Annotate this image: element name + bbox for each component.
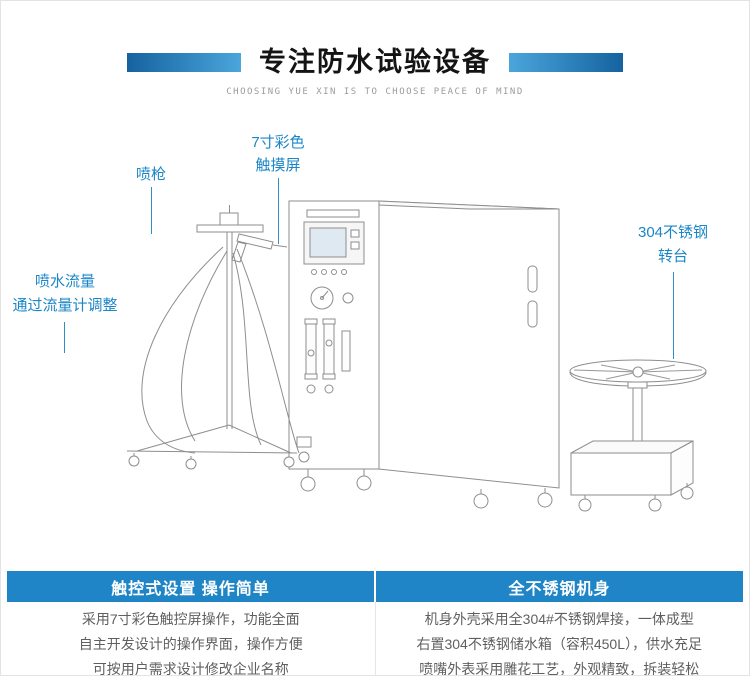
flow-meter-fitting [304, 318, 318, 325]
valve-knob [306, 384, 316, 394]
brand-plate [306, 209, 360, 218]
callout-touch-screen-line1: 7寸彩色 [251, 134, 305, 151]
turntable-pole [632, 387, 643, 444]
callout-turntable-line2: 转台 [657, 248, 688, 265]
indicator-light [341, 269, 347, 275]
title-decor-bar-right [509, 52, 623, 72]
callout-turntable-line1: 304不锈钢 [637, 224, 709, 241]
stainless-steel-turntable [569, 359, 707, 512]
stand-clamp [219, 212, 239, 226]
feature-header-stainless-body: 全不锈钢机身 [376, 571, 743, 602]
stand-leg [136, 424, 230, 452]
stand-caster [128, 455, 140, 467]
flow-meter-fitting [322, 373, 336, 380]
feature-line: 采用7寸彩色触控屏操作，功能全面 [81, 611, 300, 627]
stand-caster [185, 458, 197, 470]
page-header: 专注防水试验设备 CHOOSING YUE XIN IS TO CHOOSE P… [1, 47, 749, 97]
feature-header-touch-control: 触控式设置 操作简单 [7, 571, 374, 602]
feature-table-headers: 触控式设置 操作简单 全不锈钢机身 [7, 571, 743, 602]
panel-button [350, 229, 360, 238]
cabinet-casters [300, 469, 553, 509]
hose [232, 252, 262, 446]
page-subtitle: CHOOSING YUE XIN IS TO CHOOSE PEACE OF M… [226, 87, 524, 97]
hose [181, 250, 228, 442]
spray-gun-stand [126, 205, 300, 470]
turntable-hub [632, 366, 644, 378]
callout-flow-line2: 通过流量计调整 [12, 297, 118, 314]
callout-touch-screen: 7寸彩色 触摸屏 [238, 131, 318, 177]
flow-meter-tube [323, 323, 335, 375]
flow-meter-fitting [304, 373, 318, 380]
flow-meter-fitting [322, 318, 336, 325]
indicator-light [321, 269, 327, 275]
feature-line: 右置304不锈钢储水箱（容积450L），供水充足 [416, 636, 702, 652]
cabinet-side-face [378, 200, 560, 489]
waterproof-test-chamber [288, 200, 560, 509]
spray-gun [236, 233, 274, 250]
feature-line: 喷嘴外表采用雕花工艺，外观精致，拆装轻松 [419, 661, 700, 676]
callout-flow: 喷水流量 通过流量计调整 [3, 270, 127, 318]
flow-meter-float [307, 349, 315, 357]
feature-line: 可按用户需求设计修改企业名称 [92, 661, 289, 676]
door-handle [527, 300, 538, 328]
stand-base-bar [126, 450, 298, 454]
callout-spray-gun-text: 喷枪 [135, 166, 166, 183]
stand-leg [228, 424, 292, 454]
turntable-base-side [670, 440, 694, 496]
flow-meter-tube [341, 330, 351, 372]
title-decor-bar-left [127, 52, 241, 72]
title-row: 专注防水试验设备 [1, 47, 749, 77]
feature-line: 机身外壳采用全304#不锈钢焊接，一体成型 [424, 611, 694, 627]
touch-screen [309, 227, 347, 258]
control-knob [342, 292, 354, 304]
door-handle [527, 265, 538, 293]
callout-touch-screen-line2: 触摸屏 [255, 157, 301, 174]
turntable-casters [578, 483, 694, 512]
indicator-light [331, 269, 337, 275]
flow-meter-float [325, 339, 333, 347]
pipe-fitting [298, 451, 310, 463]
flow-meter-tube [305, 323, 317, 375]
feature-body-touch-control: 采用7寸彩色触控屏操作，功能全面 自主开发设计的操作界面，操作方便 可按用户需求… [7, 602, 376, 675]
callout-spray-gun: 喷枪 [127, 163, 175, 186]
indicator-light [311, 269, 317, 275]
pipe-fitting [296, 436, 312, 448]
callout-turntable: 304不锈钢 转台 [628, 221, 718, 269]
pressure-gauge-needle [321, 290, 329, 299]
turntable-base-front [570, 452, 672, 496]
callout-connector-lines [64, 178, 674, 359]
hose [236, 248, 300, 454]
spray-gun-nozzle [272, 244, 288, 248]
stand-caster [283, 456, 295, 468]
spray-gun-handle [231, 241, 247, 263]
feature-body-stainless-body: 机身外壳采用全304#不锈钢焊接，一体成型 右置304不锈钢储水箱（容积450L… [376, 602, 744, 675]
feature-line: 自主开发设计的操作界面，操作方便 [78, 636, 303, 652]
feature-table: 触控式设置 操作简单 全不锈钢机身 采用7寸彩色触控屏操作，功能全面 自主开发设… [7, 571, 743, 675]
turntable-collar [627, 381, 648, 389]
callout-flow-line1: 喷水流量 [34, 273, 95, 290]
stand-crossbar [196, 224, 264, 233]
hose [141, 246, 224, 454]
valve-knob [324, 384, 334, 394]
panel-button [350, 241, 360, 250]
page-title: 专注防水试验设备 [259, 47, 491, 77]
feature-table-bodies: 采用7寸彩色触控屏操作，功能全面 自主开发设计的操作界面，操作方便 可按用户需求… [7, 602, 743, 675]
